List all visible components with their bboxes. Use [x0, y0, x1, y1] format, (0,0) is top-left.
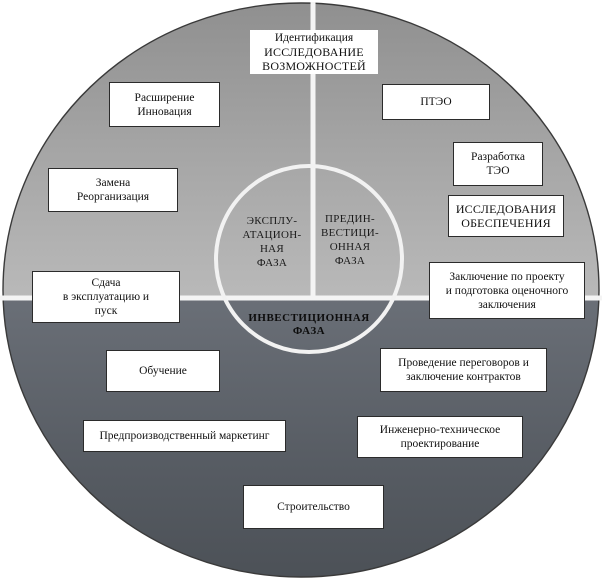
negotiations-contracts-box: Проведение переговоров и заключение конт…	[380, 348, 547, 392]
hub-ring	[214, 164, 404, 354]
identification-label: Идентификация	[274, 32, 354, 44]
appraisal-label-2: и подготовка оценочного	[445, 284, 569, 297]
investment-phase-line-2: ФАЗА	[292, 325, 326, 337]
expansion-label: Расширение	[134, 91, 195, 104]
preproduction-marketing-box: Предпроизводственный маркетинг	[83, 420, 286, 452]
preinvestment-phase-line-4: ФАЗА	[334, 255, 366, 267]
operation-phase-line-3: НАЯ	[259, 243, 285, 255]
innovation-label: Инновация	[137, 105, 192, 118]
project-appraisal-box: Заключение по проекту и подготовка оцено…	[429, 262, 585, 319]
preinvestment-phase-line-2: ВЕСТИЦИ-	[320, 227, 379, 239]
expansion-innovation-box: Расширение Инновация	[109, 82, 220, 127]
engineering-design-box: Инженерно-техническое проектирование	[357, 416, 523, 458]
teo-development-label: Разработка	[471, 151, 525, 163]
contracts-label: заключение контрактов	[406, 371, 521, 383]
preinvestment-phase-label: ПРЕДИН- ВЕСТИЦИ- ОННАЯ ФАЗА	[314, 212, 386, 268]
support-studies-box: ИССЛЕДОВАНИЯ ОБЕСПЕЧЕНИЯ	[448, 195, 564, 237]
operation-phase-line-4: ФАЗА	[256, 257, 288, 269]
handover-label-3: пуск	[94, 305, 118, 317]
investment-phase-label: ИНВЕСТИЦИОННАЯ ФАЗА	[236, 312, 382, 338]
construction-box: Строительство	[243, 485, 384, 529]
opportunity-study-box: Идентификация ИССЛЕДОВАНИЕ ВОЗМОЖНОСТЕЙ	[250, 30, 378, 74]
training-label: Обучение	[139, 365, 187, 377]
appraisal-label-3: заключения	[478, 298, 536, 311]
teo-development-box: Разработка ТЭО	[453, 142, 543, 186]
preinvestment-phase-line-3: ОННАЯ	[329, 241, 371, 253]
preinvestment-phase-line-1: ПРЕДИН-	[325, 213, 375, 225]
replacement-reorganization-box: Замена Реорганизация	[48, 168, 178, 212]
operation-phase-line-1: ЭКСПЛУ-	[246, 215, 298, 227]
support-studies-label: ИССЛЕДОВАНИЯ	[455, 202, 557, 216]
engineering-label: Инженерно-техническое	[379, 424, 501, 436]
training-box: Обучение	[106, 350, 220, 392]
reorganization-label: Реорганизация	[76, 191, 150, 203]
handover-label: Сдача	[91, 277, 121, 289]
support-studies-label-2: ОБЕСПЕЧЕНИЯ	[461, 216, 551, 230]
teo-label: ТЭО	[486, 165, 510, 177]
pteo-label: ПТЭО	[420, 96, 452, 108]
design-label: проектирование	[400, 438, 480, 450]
opportunity-study-label: ИССЛЕДОВАНИЕ	[264, 45, 364, 59]
commissioning-box: Сдача в эксплуатацию и пуск	[32, 271, 180, 323]
operation-phase-label: ЭКСПЛУ- АТАЦИОН- НАЯ ФАЗА	[236, 214, 308, 270]
replacement-label: Замена	[95, 177, 131, 189]
investment-phase-line-1: ИНВЕСТИЦИОННАЯ	[248, 312, 370, 324]
negotiations-label: Проведение переговоров и	[398, 357, 529, 369]
preproduction-marketing-label: Предпроизводственный маркетинг	[99, 430, 270, 442]
pteo-box: ПТЭО	[382, 84, 490, 120]
appraisal-label: Заключение по проекту	[449, 270, 565, 283]
operation-phase-line-2: АТАЦИОН-	[242, 229, 302, 241]
opportunity-study-label-2: ВОЗМОЖНОСТЕЙ	[262, 59, 366, 73]
handover-label-2: в эксплуатацию и	[62, 291, 150, 303]
construction-label: Строительство	[277, 501, 350, 513]
